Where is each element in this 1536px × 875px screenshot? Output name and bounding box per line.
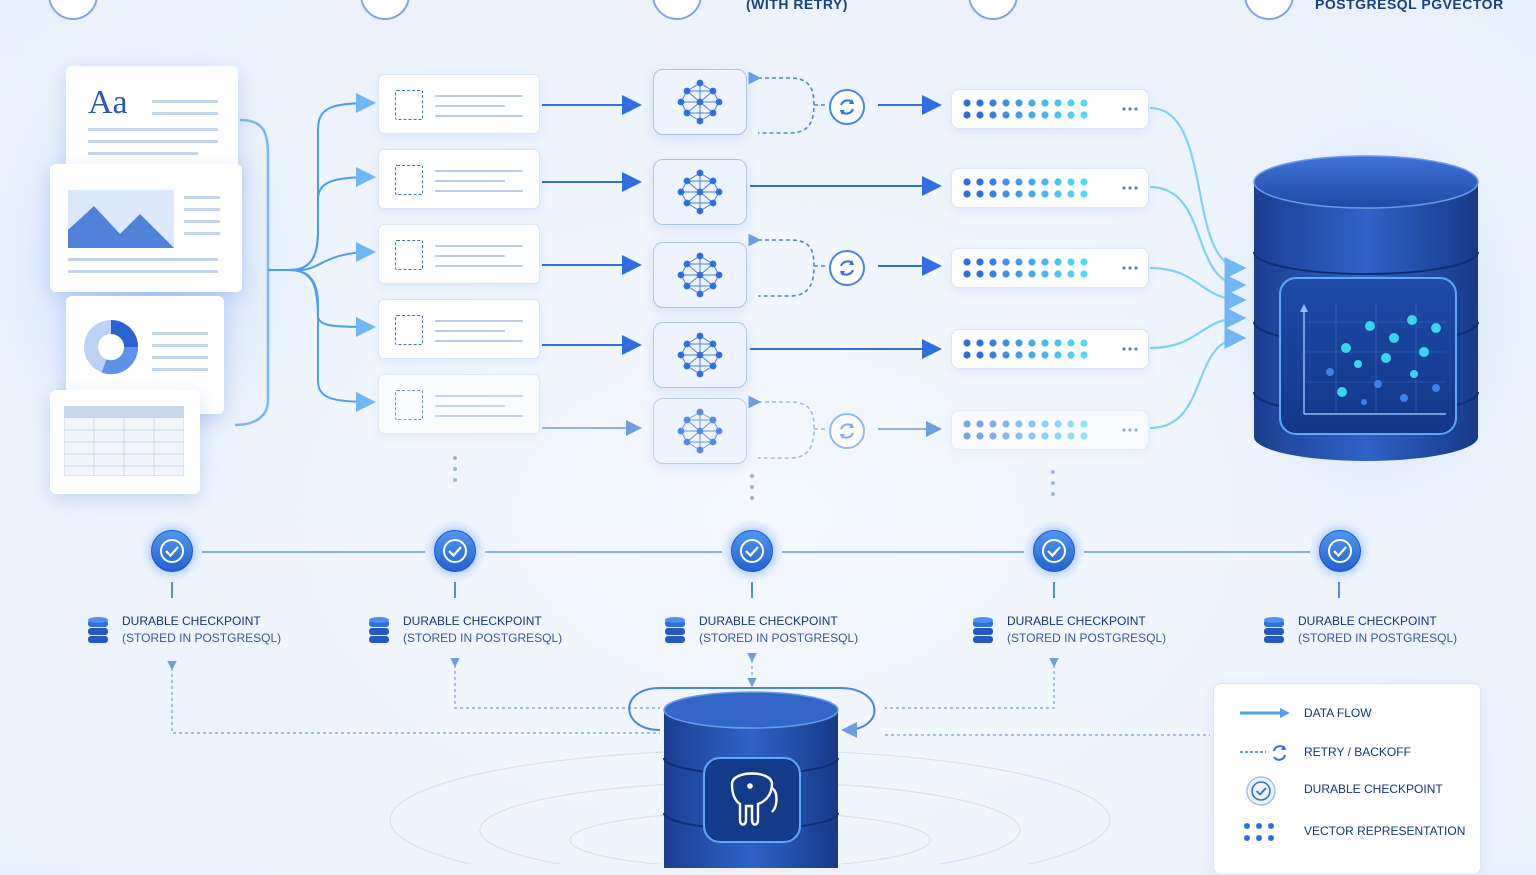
embedding-model [653, 242, 747, 308]
checkpoint-subtitle: (STORED IN POSTGRESQL) [122, 631, 282, 645]
vector-row [951, 410, 1149, 450]
refresh-icon [829, 250, 865, 286]
check-circle-icon [1246, 776, 1276, 806]
donut-chart-icon [84, 320, 138, 375]
database-icon [973, 617, 993, 643]
checkpoint-node [722, 521, 782, 581]
vector-dots-icon [963, 258, 1138, 278]
refresh-icon [829, 413, 865, 449]
database-icon [665, 617, 685, 643]
vector-row [951, 89, 1149, 129]
checkpoint-node [142, 521, 202, 581]
chunk-card [378, 74, 540, 134]
source-doc-image [50, 164, 242, 292]
checkpoint-subtitle: (STORED IN POSTGRESQL) [1007, 631, 1167, 645]
landscape-image-icon [68, 190, 174, 248]
chunk-card [378, 149, 540, 209]
check-circle-icon [151, 530, 193, 572]
spreadsheet-icon [64, 406, 184, 476]
neural-network-icon [677, 332, 723, 378]
database-icon [369, 617, 389, 643]
legend: DATA FLOW RETRY / BACKOFF DURABLE CHECKP… [1213, 683, 1481, 875]
legend-retry: RETRY / BACKOFF [1234, 742, 1474, 764]
vector-row [951, 248, 1149, 288]
embedding-model [653, 398, 747, 464]
check-circle-icon [434, 530, 476, 572]
checkpoint-label: DURABLE CHECKPOINT (STORED IN POSTGRESQL… [403, 613, 562, 647]
stage-label-embed: (WITH RETRY) [746, 0, 848, 12]
checkpoint-node [1310, 521, 1370, 581]
checkpoint-node [425, 521, 485, 581]
vector-dots-icon [963, 99, 1138, 119]
neural-network-icon [677, 408, 723, 454]
check-circle-icon [731, 530, 773, 572]
pgvector-database [1253, 155, 1479, 461]
checkpoint-subtitle: (STORED IN POSTGRESQL) [403, 631, 563, 645]
legend-retry-label: RETRY / BACKOFF [1304, 745, 1411, 759]
legend-checkpoint: DURABLE CHECKPOINT [1234, 776, 1474, 806]
database-icon [88, 617, 108, 643]
legend-data-flow: DATA FLOW [1234, 703, 1474, 725]
vector-dots-icon [1244, 823, 1274, 841]
check-circle-icon [1319, 530, 1361, 572]
embedding-model [653, 69, 747, 135]
legend-data-flow-label: DATA FLOW [1304, 706, 1372, 720]
neural-network-icon [677, 169, 723, 215]
vector-row [951, 168, 1149, 208]
stage-label-store: POSTGRESQL PGVECTOR [1315, 0, 1504, 12]
database-icon [1264, 617, 1284, 643]
checkpoint-label: DURABLE CHECKPOINT (STORED IN POSTGRESQL… [1007, 613, 1166, 647]
vector-row [951, 329, 1149, 369]
checkpoint-title: DURABLE CHECKPOINT [122, 614, 261, 628]
chunk-card [378, 299, 540, 359]
checkpoint-title: DURABLE CHECKPOINT [403, 614, 542, 628]
refresh-icon [829, 89, 865, 125]
checkpoint-title: DURABLE CHECKPOINT [1007, 614, 1146, 628]
checkpoint-label: DURABLE CHECKPOINT (STORED IN POSTGRESQL… [1298, 613, 1457, 647]
checkpoint-label: DURABLE CHECKPOINT (STORED IN POSTGRESQL… [699, 613, 858, 647]
embedding-model [653, 159, 747, 225]
checkpoint-label: DURABLE CHECKPOINT (STORED IN POSTGRESQL… [122, 613, 281, 647]
checkpoint-subtitle: (STORED IN POSTGRESQL) [1298, 631, 1458, 645]
vector-dots-icon [963, 339, 1138, 359]
postgresql-database [663, 691, 839, 868]
text-glyph: Aa [88, 84, 128, 121]
neural-network-icon [677, 79, 723, 125]
elephant-icon [730, 772, 778, 826]
checkpoint-subtitle: (STORED IN POSTGRESQL) [699, 631, 859, 645]
legend-checkpoint-label: DURABLE CHECKPOINT [1304, 782, 1443, 796]
chunk-card [378, 374, 540, 434]
checkpoint-title: DURABLE CHECKPOINT [699, 614, 838, 628]
legend-vector-label: VECTOR REPRESENTATION [1304, 824, 1466, 838]
vector-dots-icon [963, 420, 1138, 440]
vector-dots-icon [963, 178, 1138, 198]
legend-vector: VECTOR REPRESENTATION [1234, 821, 1474, 843]
chunk-card [378, 224, 540, 284]
check-circle-icon [1033, 530, 1075, 572]
checkpoint-node [1024, 521, 1084, 581]
source-doc-table [50, 390, 200, 494]
checkpoint-title: DURABLE CHECKPOINT [1298, 614, 1437, 628]
embedding-model [653, 322, 747, 388]
neural-network-icon [677, 252, 723, 298]
